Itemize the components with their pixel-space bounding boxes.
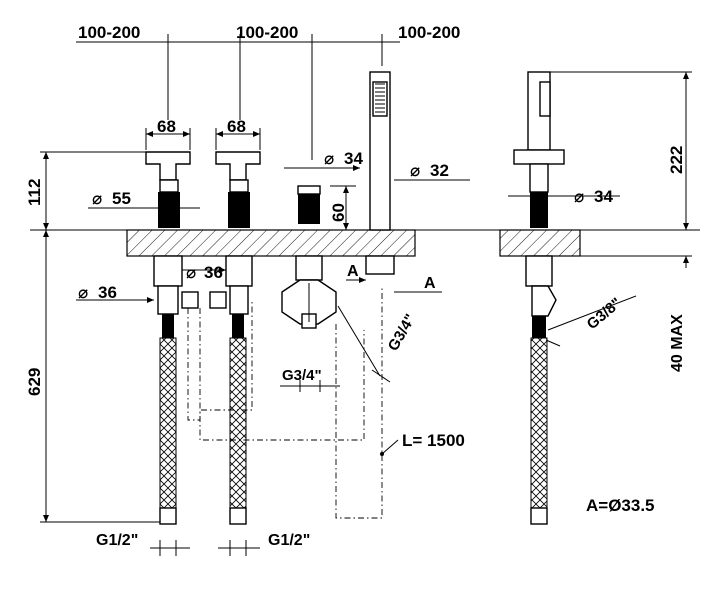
label-note-a: A=Ø33.5 bbox=[586, 496, 655, 515]
label-height-629: 629 bbox=[25, 368, 44, 396]
diameter-symbol: ⌀ bbox=[324, 149, 334, 168]
diameter-symbol: ⌀ bbox=[78, 283, 88, 302]
label-hose-length: L= 1500 bbox=[402, 431, 465, 450]
label-spacing-2: 100-200 bbox=[236, 23, 298, 42]
label-height-112: 112 bbox=[25, 179, 44, 206]
diverter bbox=[281, 185, 337, 329]
deck-plate-front bbox=[126, 229, 416, 257]
label-dia-34-top: 34 bbox=[344, 149, 363, 168]
label-marker-a-1: A bbox=[347, 263, 359, 280]
side-view-assembly bbox=[513, 71, 565, 525]
diameter-symbol: ⌀ bbox=[574, 187, 584, 206]
label-thread-g34-diag: G3/4" bbox=[385, 311, 420, 354]
label-handle-right: 68 bbox=[227, 117, 246, 136]
label-spacing-3: 100-200 bbox=[398, 23, 460, 42]
dimension-labels: 100-200 100-200 100-200 68 68 ⌀ 34 ⌀ 32 … bbox=[25, 23, 686, 549]
label-dia-32: 32 bbox=[430, 161, 449, 180]
label-dia-36-left: 36 bbox=[98, 283, 117, 302]
diameter-symbol: ⌀ bbox=[410, 161, 420, 180]
label-thread-g38: G3/8" bbox=[584, 295, 625, 334]
hand-shower bbox=[365, 71, 395, 275]
deck-plate-side bbox=[499, 229, 581, 257]
label-spacing-1: 100-200 bbox=[78, 23, 140, 42]
label-height-222: 222 bbox=[667, 146, 686, 174]
dimension-lines bbox=[40, 34, 692, 556]
label-dia-36-mid: 36 bbox=[204, 263, 223, 282]
diameter-symbol: ⌀ bbox=[186, 263, 196, 282]
label-thread-g12-left: G1/2" bbox=[96, 532, 138, 549]
label-handle-left: 68 bbox=[157, 117, 176, 136]
label-dia-55: 55 bbox=[112, 189, 131, 208]
label-marker-a-2: A bbox=[424, 275, 436, 292]
label-thread-g34: G3/4" bbox=[282, 367, 322, 384]
hose-routing bbox=[187, 286, 383, 519]
label-dia-34-side: 34 bbox=[594, 187, 613, 206]
label-thread-g12-right: G1/2" bbox=[268, 532, 310, 549]
diameter-symbol: ⌀ bbox=[92, 189, 102, 208]
middle-valve bbox=[209, 151, 261, 525]
label-height-60: 60 bbox=[329, 203, 348, 222]
left-valve bbox=[145, 151, 199, 525]
label-40-max: 40 MAX bbox=[669, 314, 686, 372]
